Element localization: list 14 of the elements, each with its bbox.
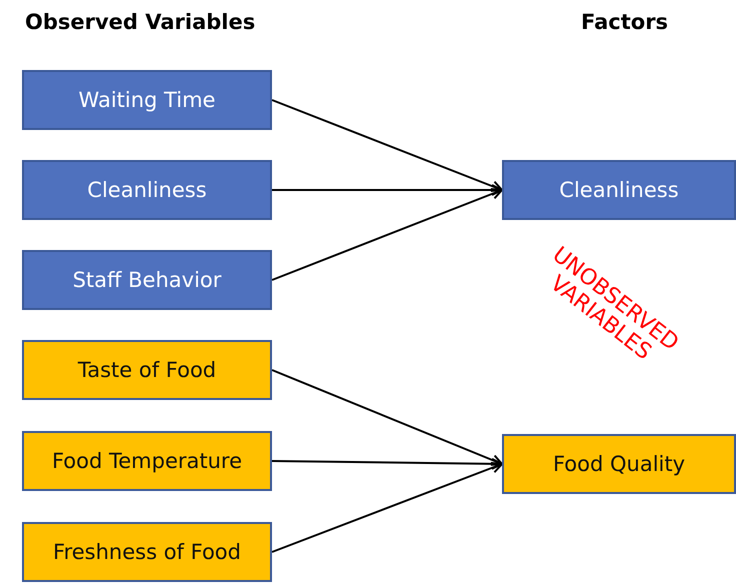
variable-box: Waiting Time — [22, 70, 272, 130]
column-heading: Observed Variables — [25, 10, 256, 34]
variable-box: Freshness of Food — [22, 522, 272, 582]
factor-box: Food Quality — [502, 434, 736, 494]
arrow — [272, 462, 503, 553]
factor-box: Cleanliness — [502, 160, 736, 220]
variable-box: Taste of Food — [22, 340, 272, 400]
variable-box: Staff Behavior — [22, 250, 272, 310]
arrow — [272, 188, 503, 281]
variable-box: Food Temperature — [22, 431, 272, 491]
column-heading: Factors — [581, 10, 668, 34]
variable-box: Cleanliness — [22, 160, 272, 220]
arrow — [272, 369, 503, 466]
arrow — [272, 99, 503, 192]
